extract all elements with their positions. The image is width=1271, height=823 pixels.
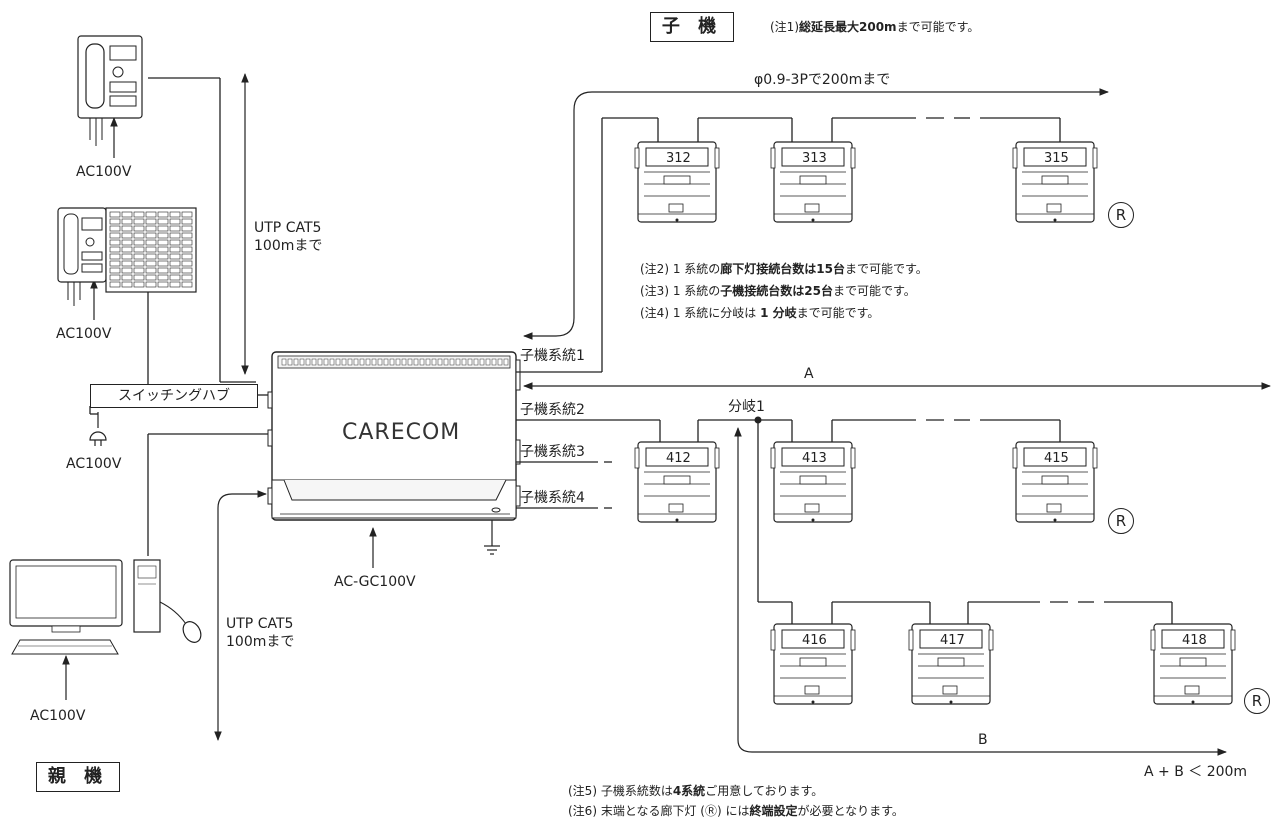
controller-brand: CARECOM	[342, 420, 461, 445]
unit-number-412: 412	[666, 451, 691, 466]
branch-label: 分岐1	[728, 399, 765, 415]
switching-hub: スイッチングハブ	[90, 384, 258, 408]
note-2: (注2) 1 系統の廊下灯接続台数は15台まで可能です。	[640, 262, 928, 276]
span-a-label: A	[804, 366, 814, 382]
ground-icon	[484, 520, 500, 555]
unit-number-416: 416	[802, 633, 827, 648]
controller-model-label: AC-GC100V	[334, 574, 416, 590]
note-3: (注3) 1 系統の子機接続台数は25台まで可能です。	[640, 284, 916, 298]
unit-number-312: 312	[666, 151, 691, 166]
unit-number-313: 313	[802, 151, 827, 166]
ac-pc-label: AC100V	[30, 708, 86, 724]
parent-cabling	[89, 77, 272, 556]
utp-top-distance: 100mまで	[254, 238, 323, 254]
system-2-label: 子機系統2	[520, 402, 585, 418]
nurse-call-console-icon	[57, 207, 197, 306]
unit-number-413: 413	[802, 451, 827, 466]
unit-number-315: 315	[1044, 151, 1069, 166]
controller-unit-icon	[267, 351, 521, 521]
branch-node	[754, 416, 762, 424]
note-6: (注6) 末端となる廊下灯 (Ⓡ) には終端設定が必要となります。	[568, 804, 904, 818]
unit-number-418: 418	[1182, 633, 1207, 648]
ac-console-label: AC100V	[56, 326, 112, 342]
termination-mark-icon: R	[1244, 688, 1270, 714]
termination-mark-icon: R	[1108, 508, 1134, 534]
computer-icon	[9, 559, 202, 655]
power-plug-icon	[89, 412, 107, 446]
cable-spec-label: φ0.9-3Pで200mまで	[754, 72, 891, 88]
system-3-label: 子機系統3	[520, 444, 585, 460]
a-plus-b-label: A + B ＜ 200m	[1144, 764, 1248, 780]
child-units-heading: 子 機	[650, 12, 734, 42]
termination-mark-icon: R	[1108, 202, 1134, 228]
note-1: (注1)総延長最大200mまで可能です。	[770, 20, 980, 34]
nurse-call-phone-icon	[77, 35, 143, 146]
ac-phone-label: AC100V	[76, 164, 132, 180]
ac-hub-label: AC100V	[66, 456, 122, 472]
utp-bottom-label: UTP CAT5	[226, 616, 294, 632]
span-b-label: B	[978, 732, 988, 748]
system-1-label: 子機系統1	[520, 348, 585, 364]
system-4-label: 子機系統4	[520, 490, 585, 506]
unit-number-415: 415	[1044, 451, 1069, 466]
utp-top-label: UTP CAT5	[254, 220, 322, 236]
unit-number-417: 417	[940, 633, 965, 648]
note-4: (注4) 1 系統に分岐は 1 分岐まで可能です。	[640, 306, 880, 320]
parent-units-heading: 親 機	[36, 762, 120, 792]
utp-bottom-distance: 100mまで	[226, 634, 295, 650]
note-5: (注5) 子機系統数は4系統ご用意しております。	[568, 784, 824, 798]
